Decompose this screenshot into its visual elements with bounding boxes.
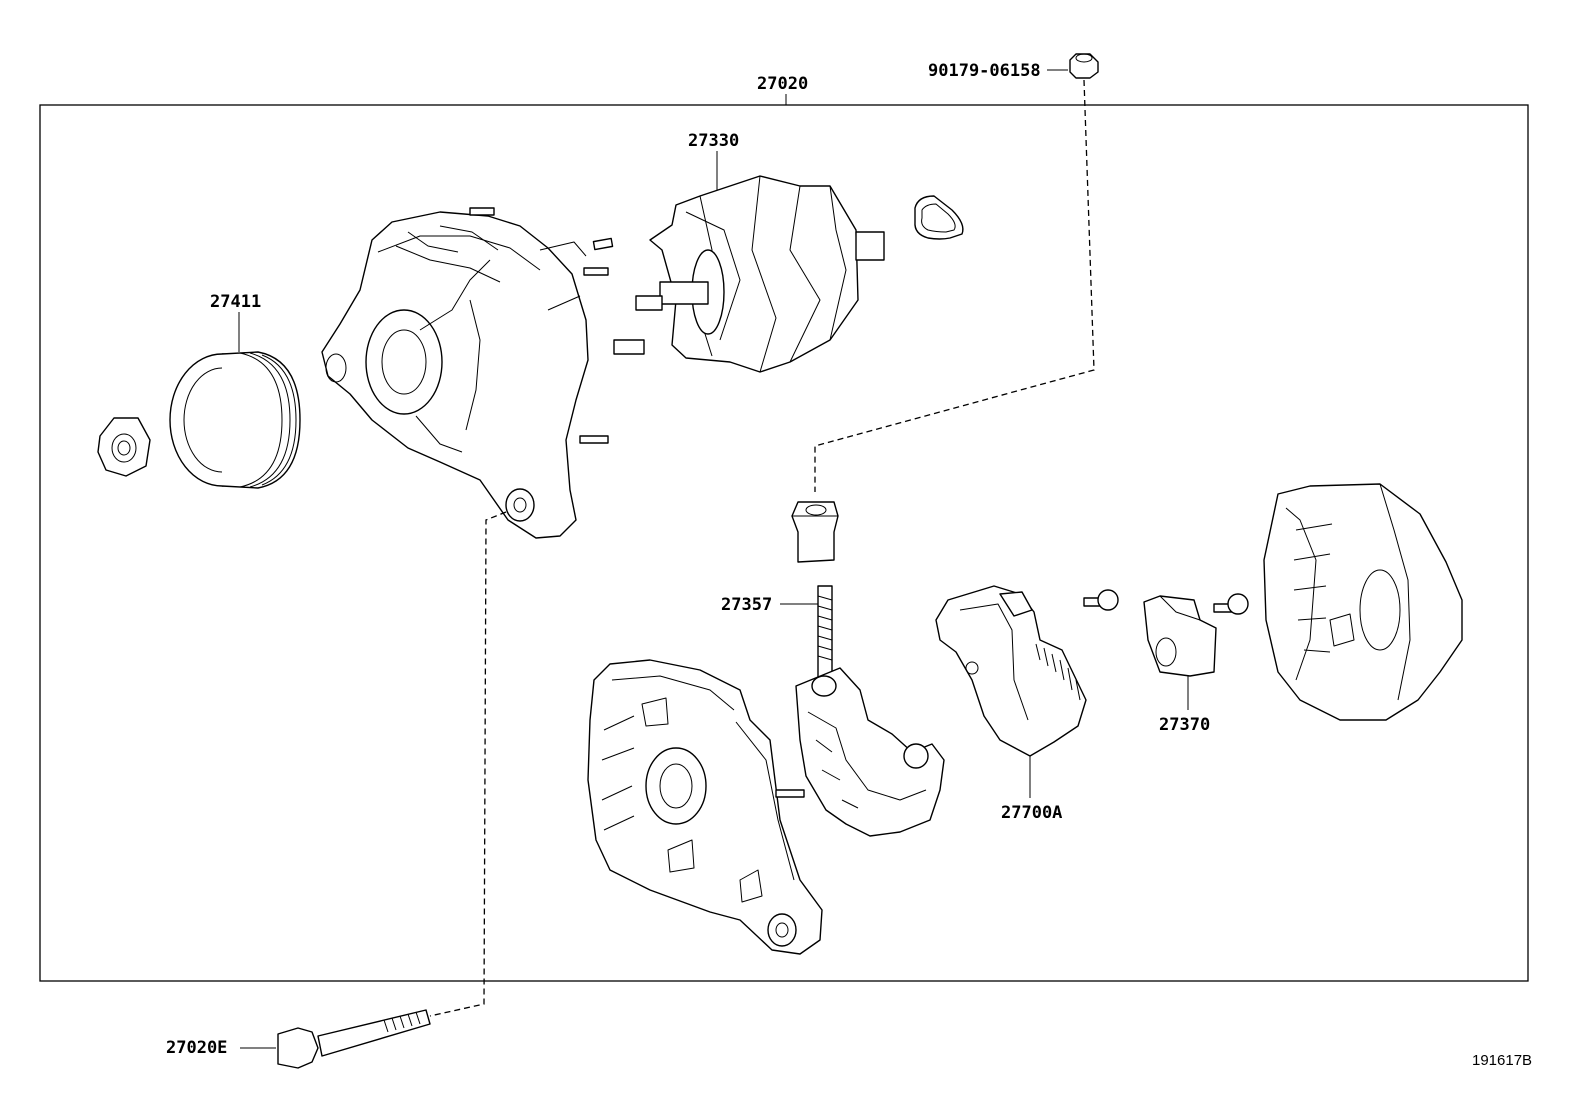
- drive-end-frame-icon: [321, 207, 645, 539]
- regulator-callout[interactable]: 27700A: [1001, 756, 1062, 823]
- pulley-label: 27411: [210, 292, 261, 312]
- through-bolt-label: 27020E: [166, 1038, 227, 1058]
- terminal-insulator-callout[interactable]: 27370: [1159, 676, 1210, 735]
- regulator-label: 27700A: [1001, 803, 1062, 823]
- pulley-callout[interactable]: 27411: [210, 292, 261, 352]
- pulley-icon: [169, 351, 301, 489]
- nut-top-label: 90179-06158: [928, 61, 1041, 81]
- assembly-label: 27020: [757, 74, 808, 94]
- pulley-nut-icon: [97, 417, 151, 477]
- assembly-frame: [39, 104, 1529, 982]
- insulator-screw-icon: [1213, 593, 1249, 615]
- reference-code: 191617B: [1472, 1052, 1532, 1069]
- rotor-callout[interactable]: 27330: [688, 131, 739, 196]
- rectifier-end-frame-icon: [587, 659, 823, 955]
- rotor-icon: [635, 175, 885, 373]
- rear-cover-icon: [1263, 483, 1463, 721]
- brush-cap-icon: [791, 501, 839, 563]
- regulator-icon: [935, 585, 1087, 757]
- through-bolt-icon: [277, 1009, 431, 1069]
- brush-lead-label: 27357: [721, 595, 772, 615]
- terminal-insulator-icon: [1143, 595, 1217, 677]
- rotor-label: 27330: [688, 131, 739, 151]
- regulator-screw-icon: [1083, 589, 1119, 611]
- assembly-callout[interactable]: 27020: [757, 74, 808, 105]
- through-bolt-callout[interactable]: 27020E: [166, 1038, 276, 1058]
- brush-holder-icon: [795, 585, 945, 837]
- nut-top-icon: [1069, 53, 1099, 79]
- brush-lead-callout[interactable]: 27357: [721, 595, 818, 615]
- bolt-leader-dashed: [429, 511, 507, 1017]
- terminal-insulator-label: 27370: [1159, 715, 1210, 735]
- bearing-ring-icon: [914, 195, 964, 240]
- nut-top-callout[interactable]: 90179-06158: [928, 61, 1068, 81]
- nut-leader-dashed: [814, 79, 1095, 492]
